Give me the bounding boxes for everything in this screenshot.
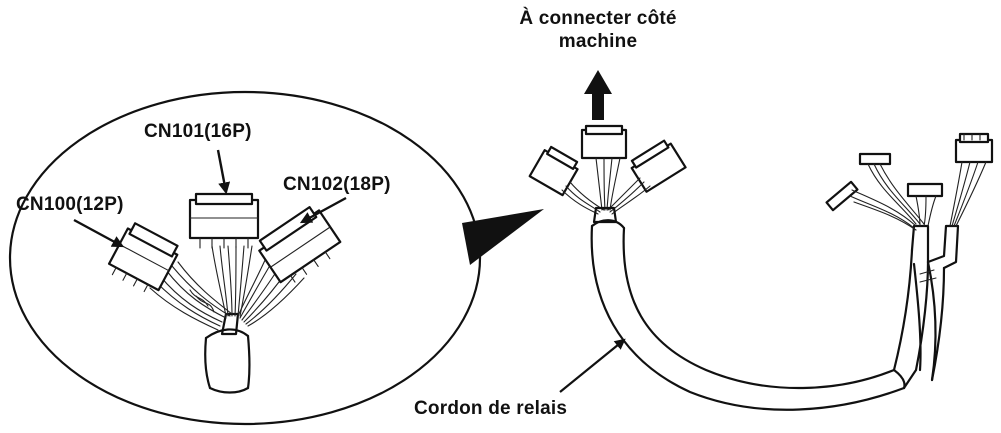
machine-side-label: À connecter côté machine [498,8,698,54]
cn100-connector [107,222,179,293]
cn100-leader-arrow [73,218,125,248]
cn100-label: CN100(12P) [16,194,124,215]
harness-main-cord [590,219,960,411]
zoomed-cable-stub [204,312,251,394]
machine-side-arrow [584,70,612,120]
relay-cord-label: Cordon de relais [414,398,568,419]
cn101-leader-arrow [216,149,231,195]
cn101-label: CN101(16P) [144,121,252,142]
zoomed-wire-bundles [149,245,305,331]
machine-side-label-line1: À connecter côté [519,8,677,29]
cn102-label: CN102(18P) [283,174,391,195]
cn102-leader-arrow [299,196,347,224]
harness-right-connectors [825,132,994,231]
cn101-connector [188,192,260,249]
zoom-pointer-triangle [462,209,544,265]
relay-cord-harness [528,70,994,411]
relay-cord-leader-arrow [559,338,626,393]
zoom-ellipse [8,90,482,426]
harness-left-connectors [528,124,687,224]
machine-side-label-line2: machine [558,30,638,52]
zoom-callout [8,90,544,426]
